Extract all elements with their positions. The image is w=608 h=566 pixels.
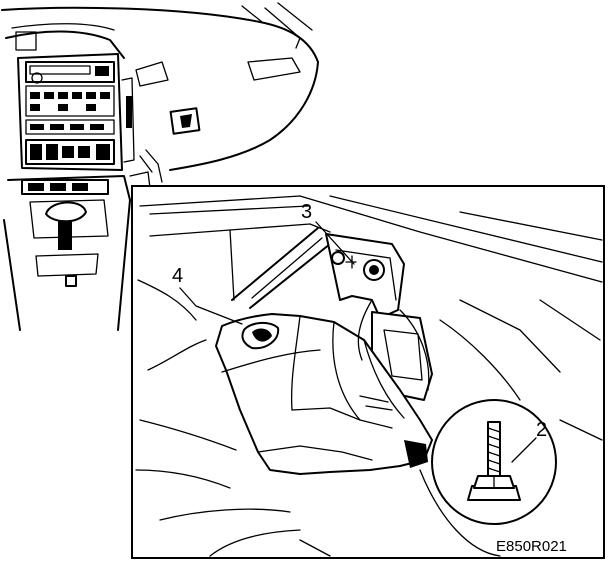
callout-leaders: [179, 221, 537, 463]
callout-part-3: 3: [301, 201, 312, 223]
detail-reference-leader: [139, 149, 163, 183]
callout-part-2: 2: [536, 419, 547, 441]
callout-part-4: 4: [172, 265, 183, 287]
dashboard-overview: [1, 2, 319, 331]
figure-code: E850R021: [496, 538, 567, 555]
detail-view: 3 4 2 E850R021: [131, 185, 605, 559]
bolt-inset: [431, 399, 557, 525]
